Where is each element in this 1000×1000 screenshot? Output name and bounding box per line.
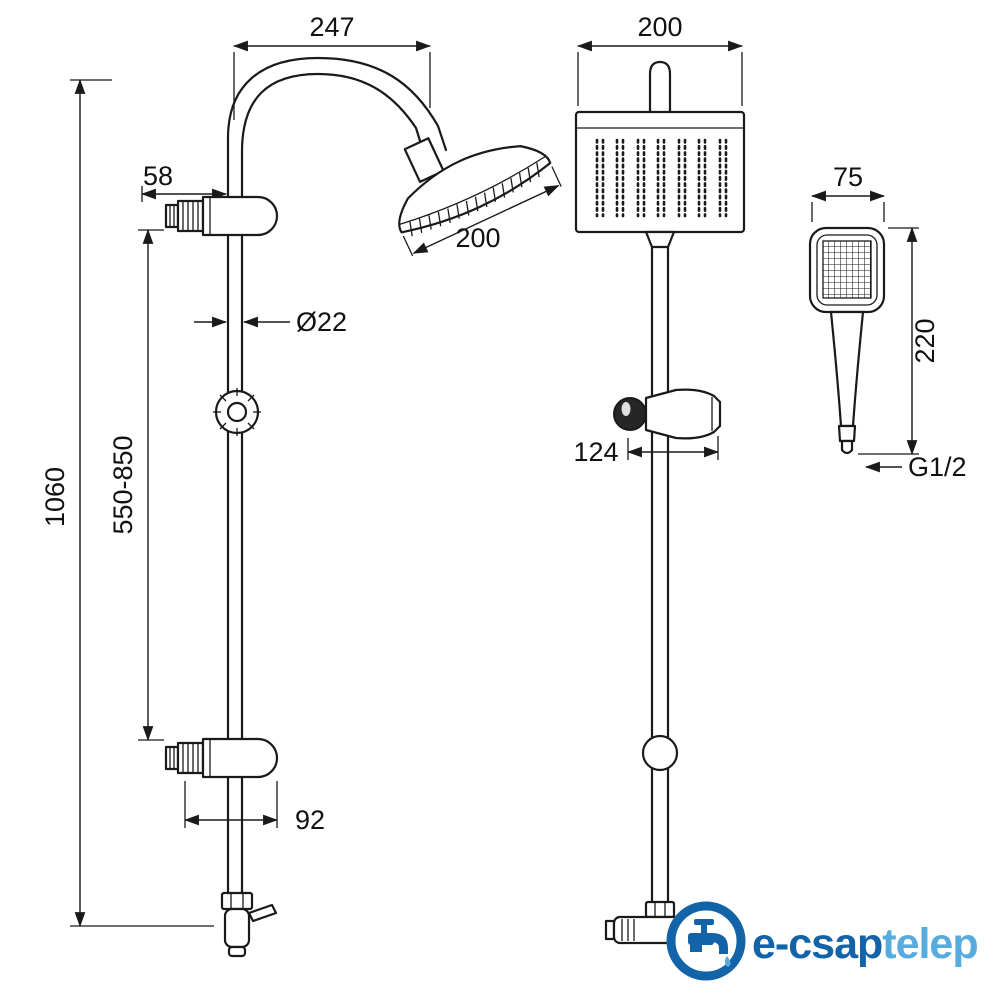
bracket-body [201,195,279,237]
valve-lever [247,903,278,923]
hand-shower-view: 75 220 G1/2 [808,162,967,482]
dim-holder-width: 124 [573,436,720,467]
valve-nut [220,891,254,911]
dim-head-diameter-line [412,184,560,254]
shower-arm-inner [240,72,428,162]
lock-knob-side [213,388,261,436]
hand-shower-holder [613,388,722,440]
dim-pipe-diameter-label: Ø22 [296,307,347,337]
dim-hand-width: 75 [810,162,886,222]
extension-line [402,235,414,257]
holder-body [644,388,722,440]
bracket-flange [164,203,180,229]
dim-wall-offset: 58 [140,161,228,202]
dim-total-height: 1060 [40,78,214,928]
handle-body [829,310,865,428]
handle-nut [837,424,857,443]
tap-icon [688,919,728,954]
handle-tip [840,439,854,455]
head-inner-rim [816,234,878,306]
nozzle-rows [595,138,728,218]
overhead-shower-front [574,110,746,249]
dim-thread-label: G1/2 [908,452,967,482]
side-view: 1060 550-850 [40,12,562,958]
front-view: 200 [573,12,746,960]
nozzle-grid [822,240,872,299]
logo-wordmark: e-csaptelep [752,920,978,968]
dim-total-height-label: 1060 [40,467,70,527]
holder-knob [613,397,647,431]
bracket-thread [176,741,205,775]
bracket-flange [164,745,180,771]
brand-logo[interactable]: e-csaptelep [666,901,979,981]
dim-arm-reach-label: 247 [309,12,354,42]
dim-bracket-width: 92 [183,781,325,835]
dim-hand-width-label: 75 [833,162,863,192]
knob-inner [226,401,248,423]
shower-arm-outer [226,56,448,152]
diverter-valve-side [220,891,278,958]
valve-body [223,907,251,949]
bracket-body [201,737,279,779]
dim-head-diameter-label: 200 [455,223,500,253]
hand-shower-handle [829,310,865,455]
dim-wall-offset-label: 58 [143,161,173,191]
dim-hand-length-label: 220 [910,318,940,363]
dim-bracket-span-label: 550-850 [108,435,138,534]
dim-hand-length: 220 [858,226,940,456]
lock-knob-front [641,734,679,772]
wall-bracket-top [164,195,279,237]
dim-thread: G1/2 [864,452,967,482]
dim-head-width-label: 200 [637,12,682,42]
extension-line [551,166,562,187]
water-drop-icon [724,956,731,967]
elbow-cap [604,919,616,941]
holder-knob-highlight [621,402,631,416]
valve-outlet [227,945,247,958]
dim-arm-reach: 247 [232,12,432,120]
wall-bracket-bottom [164,737,279,779]
dim-holder-width-label: 124 [573,437,618,467]
dim-bracket-span: 550-850 [108,228,164,742]
head-joint [644,230,676,249]
logo-text-secondary: telep [882,920,977,968]
dim-bracket-width-label: 92 [295,805,325,835]
hand-shower-head [808,226,886,314]
dim-pipe-diameter: Ø22 [194,307,347,337]
elbow-nut [644,900,676,919]
dim-head-width: 200 [576,12,744,106]
arm-stub [648,60,672,118]
overhead-shower-side [398,137,562,257]
logo-text-primary: e-csap [752,920,882,968]
bracket-thread [176,199,205,233]
